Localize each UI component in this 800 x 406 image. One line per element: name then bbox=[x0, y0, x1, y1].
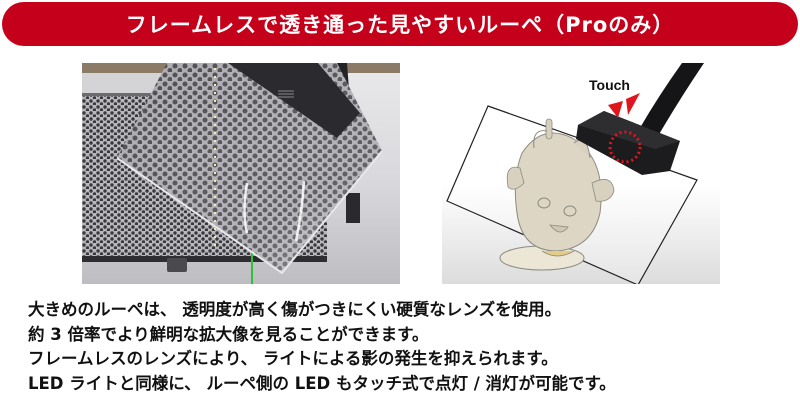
touch-sensor-illustration: Touch bbox=[442, 63, 720, 284]
banner-title: フレームレスで透き通った見やすいルーペ（Proのみ） bbox=[125, 13, 675, 37]
description-line: フレームレスのレンズにより、 ライトによる影の発生を抑えられます。 bbox=[28, 349, 558, 368]
description-text: 大きめのルーペは、 透明度が高く傷がつきにくい硬質なレンズを使用。 約 3 倍率… bbox=[28, 298, 788, 396]
description-line: LED ライトと同様に、 ルーペ側の LED もタッチ式で点灯 / 消灯が可能で… bbox=[28, 373, 616, 393]
magnifier-photo bbox=[82, 63, 400, 284]
touch-label: Touch bbox=[589, 77, 630, 93]
touch-sensor-graphic bbox=[446, 63, 704, 284]
description-line: 約 3 倍率でより鮮明な拡大像を見ることができます。 bbox=[28, 324, 429, 344]
description-line: 大きめのルーペは、 透明度が高く傷がつきにくい硬質なレンズを使用。 bbox=[28, 300, 562, 319]
magnifier-photo-graphic bbox=[82, 63, 400, 284]
title-banner: フレームレスで透き通った見やすいルーペ（Proのみ） bbox=[2, 2, 798, 46]
